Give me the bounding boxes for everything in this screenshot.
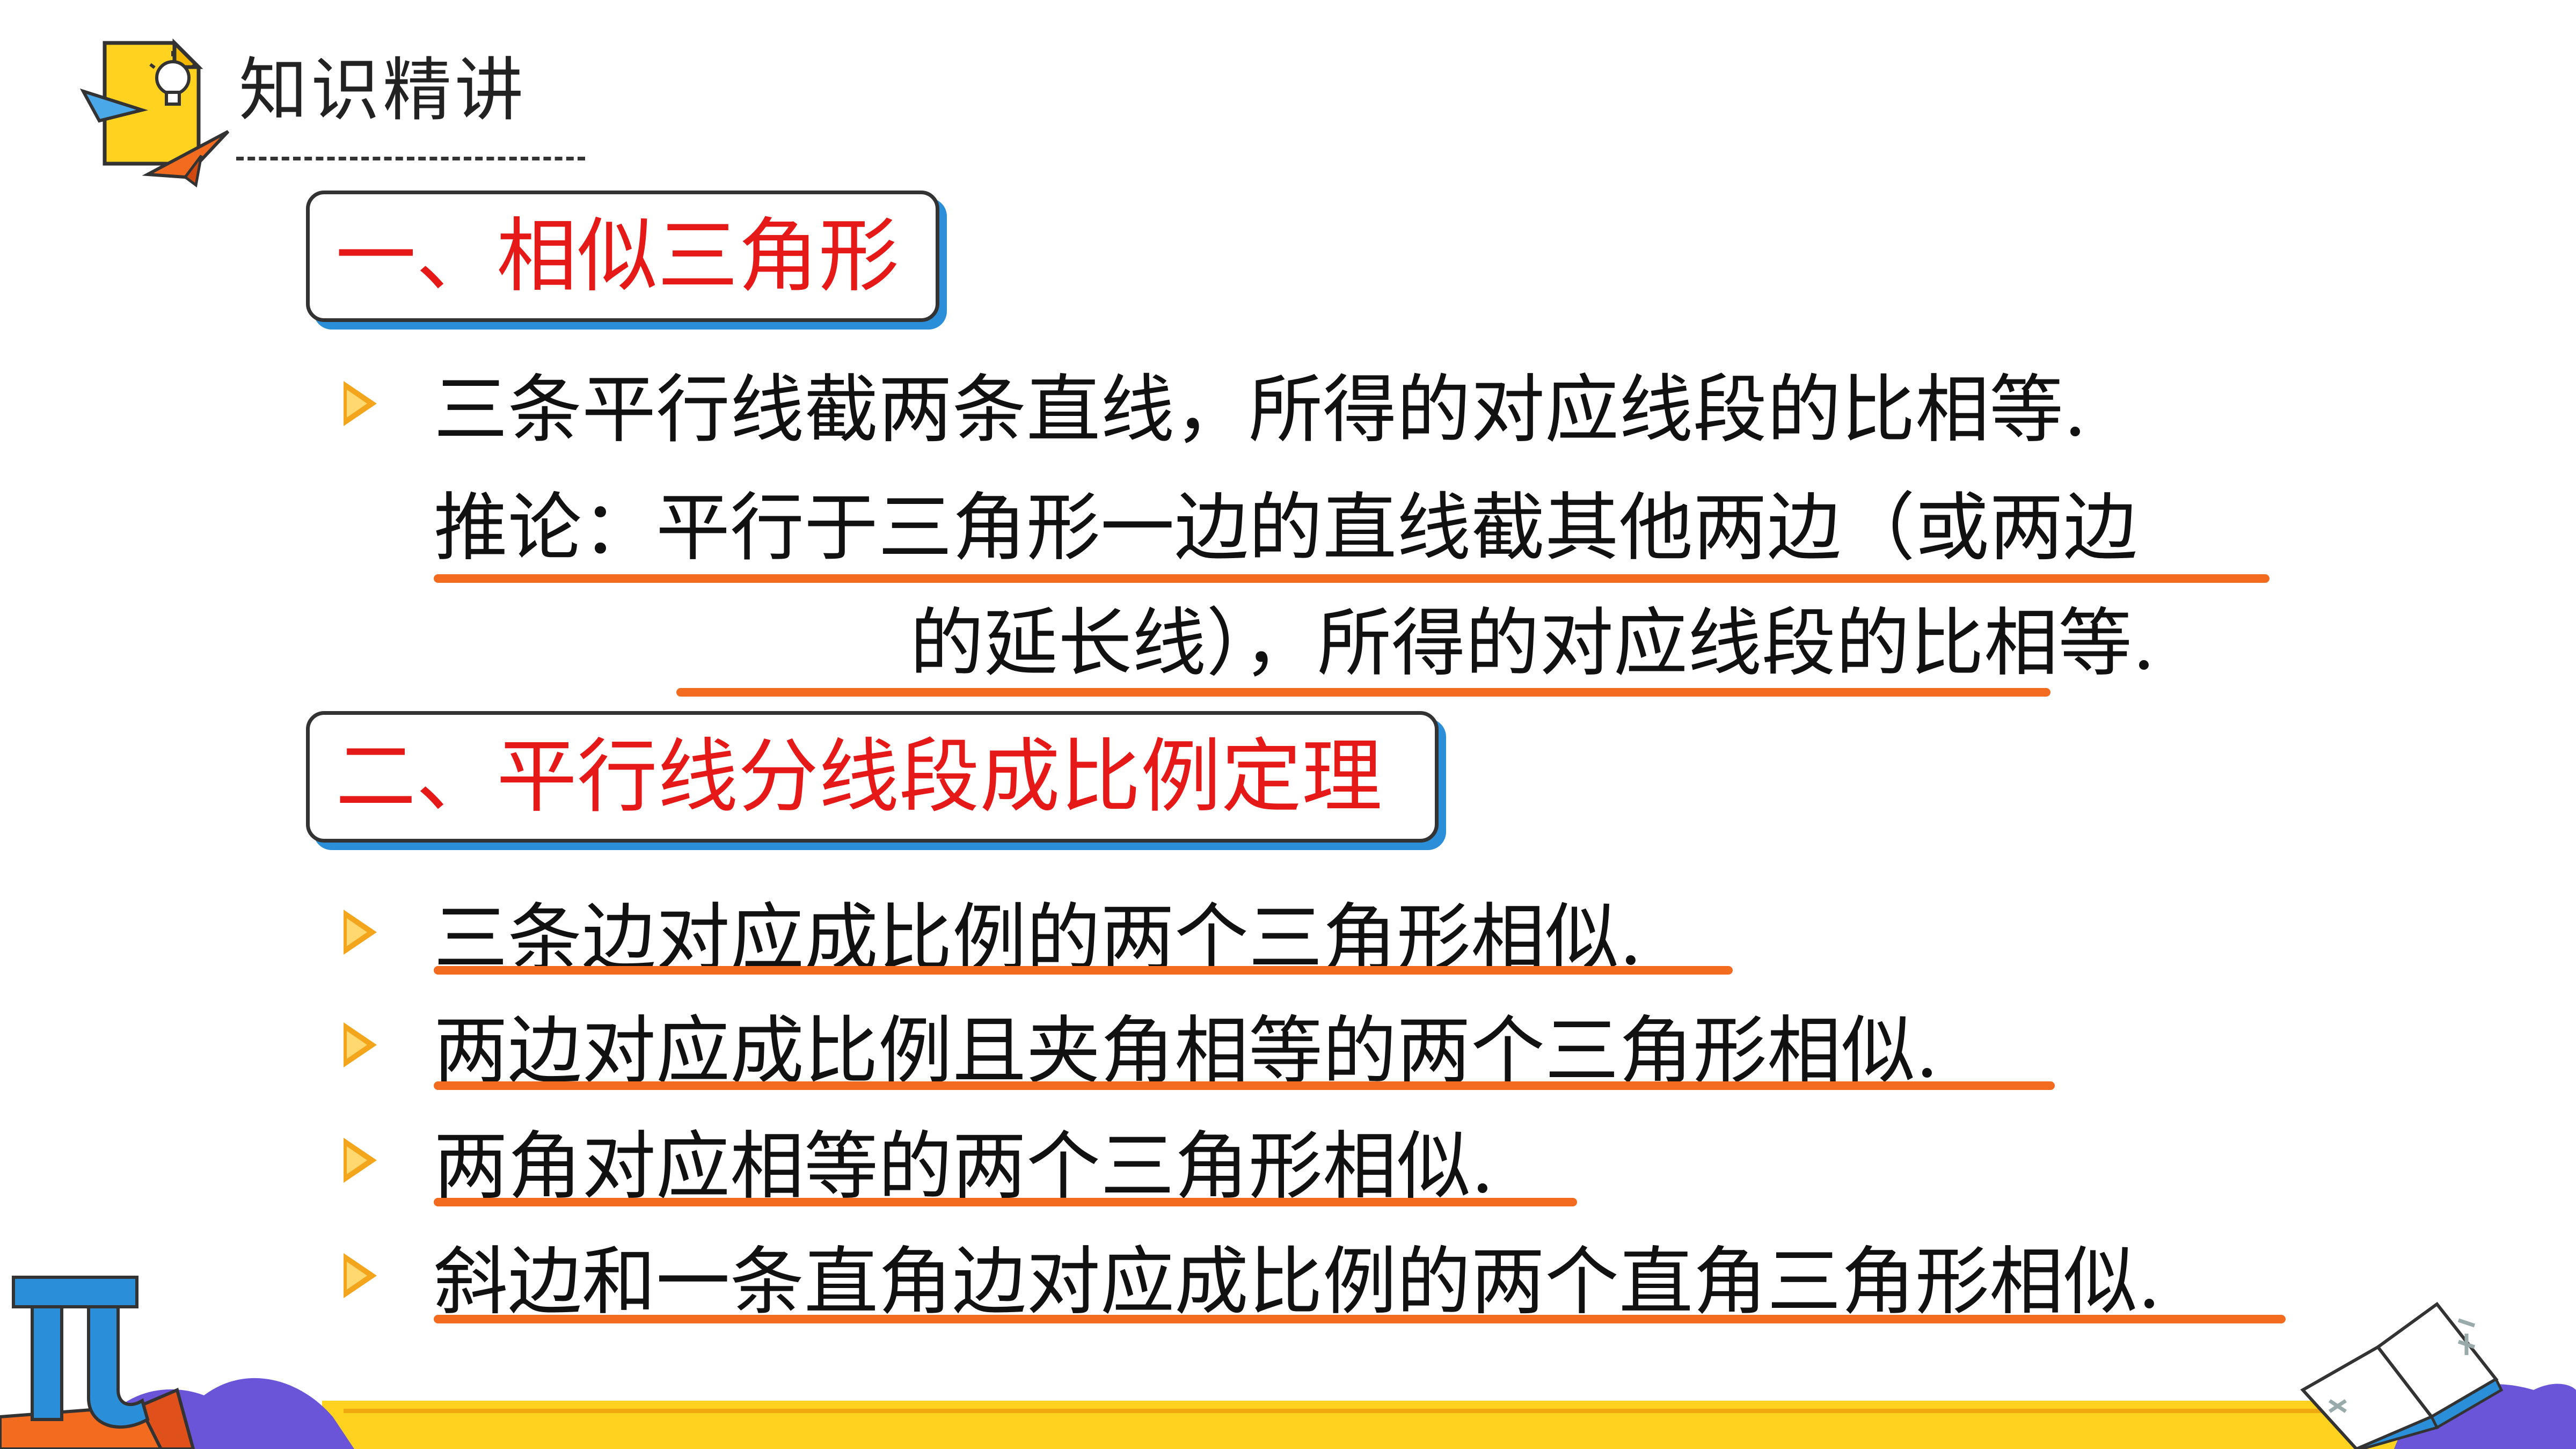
corollary-line-continued: 的延长线），所得的对应线段的比相等. xyxy=(910,600,2156,686)
theorem-line: 三条平行线截两条直线，所得的对应线段的比相等. xyxy=(434,367,2087,453)
bullet-icon xyxy=(344,1253,377,1298)
bullet-icon xyxy=(344,1138,377,1183)
paper-plane-icon xyxy=(79,88,230,188)
section-heading-similar-triangles: 一、相似三角形 xyxy=(306,191,939,322)
page-title: 知识精讲 xyxy=(239,50,527,130)
bullet-icon xyxy=(344,1022,377,1067)
criterion-line-sas: 两边对应成比例且夹角相等的两个三角形相似. xyxy=(434,1008,1939,1094)
section-heading-parallel-lines-theorem: 二、平行线分线段成比例定理 xyxy=(306,711,1439,843)
open-book-icon xyxy=(2300,1301,2576,1449)
footer-stripe xyxy=(344,1409,2576,1413)
criterion-line-hl: 斜边和一条直角边对应成比例的两个直角三角形相似. xyxy=(434,1239,2161,1325)
bullet-icon xyxy=(344,381,377,426)
pi-symbol-icon xyxy=(0,1276,354,1449)
corollary-underline-continued xyxy=(676,688,2050,697)
criterion-line-aa: 两角对应相等的两个三角形相似. xyxy=(434,1123,1494,1210)
criterion-underline xyxy=(434,966,1733,975)
corollary-line: 推论：平行于三角形一边的直线截其他两边（或两边 xyxy=(434,485,2138,571)
bullet-icon xyxy=(344,910,377,955)
lightbulb-note-icon xyxy=(103,38,203,166)
footer-bar xyxy=(322,1401,2576,1449)
criterion-underline xyxy=(434,1081,2055,1090)
criterion-underline xyxy=(434,1198,1577,1206)
criterion-line-sss: 三条边对应成比例的两个三角形相似. xyxy=(434,895,1643,982)
title-divider xyxy=(236,157,585,160)
criterion-underline xyxy=(434,1315,2286,1323)
corollary-underline xyxy=(434,574,2269,583)
